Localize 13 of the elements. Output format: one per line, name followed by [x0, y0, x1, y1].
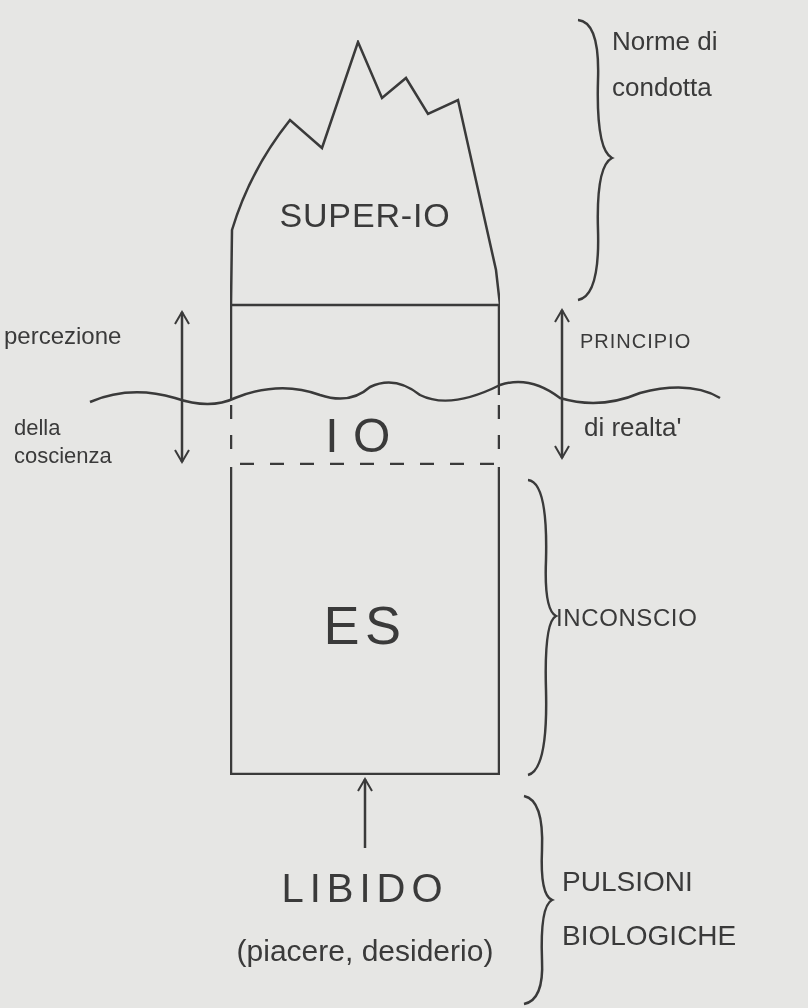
node-subtitle: (piacere, desiderio): [236, 933, 494, 969]
annotation-text: PULSIONI BIOLOGICHE: [562, 865, 738, 953]
annotation-text: di realta': [584, 411, 683, 444]
annotation-text: INCONSCIO: [556, 603, 699, 633]
node-title: SUPER-IO: [278, 195, 452, 236]
node-title: LIBIDO: [281, 865, 449, 912]
annotation-text: Norme di condotta: [612, 25, 719, 104]
arrow: [357, 778, 373, 848]
node-title: IO: [324, 408, 406, 464]
node-title: ES: [322, 594, 408, 657]
annotation-text: PRINCIPIO: [580, 329, 693, 354]
annotation-text: della coscienza: [14, 414, 113, 470]
annotation-text: percezione: [4, 321, 123, 351]
